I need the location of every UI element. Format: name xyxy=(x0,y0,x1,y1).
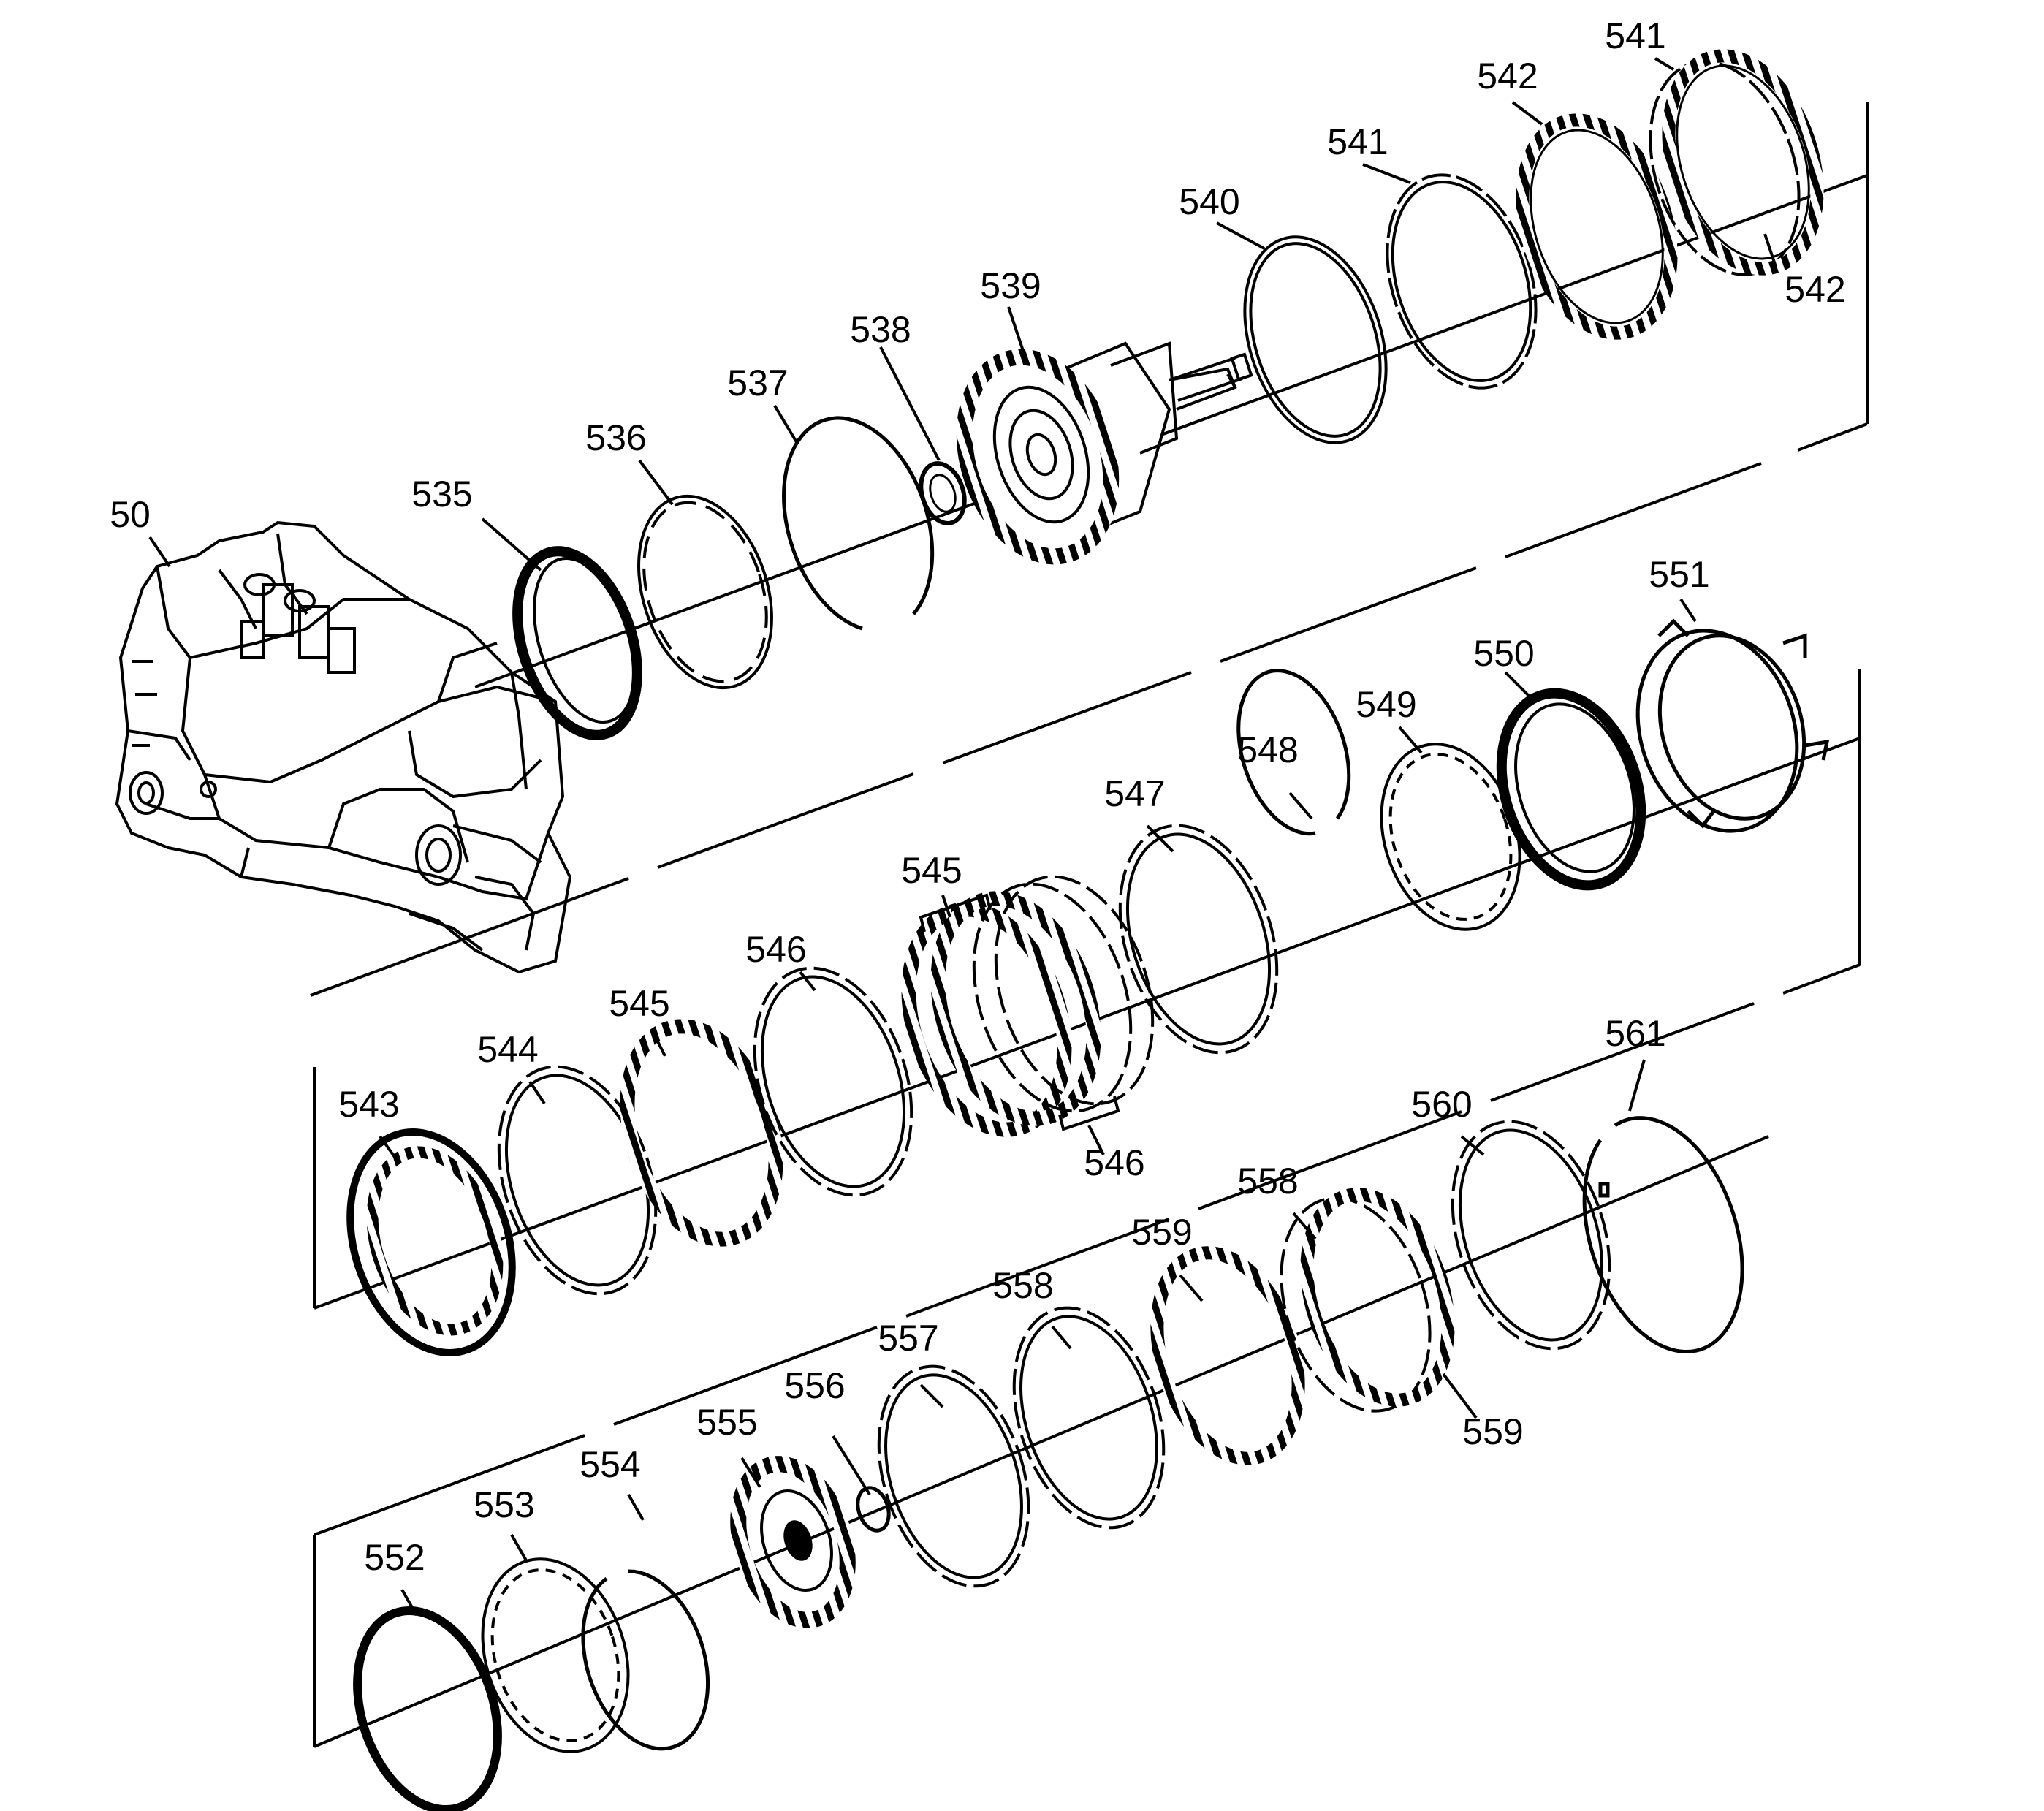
callout-labels: 50 535 536 537 538 539 540 541 542 541 5… xyxy=(110,15,1846,1578)
callout-50: 50 xyxy=(110,494,151,535)
leader-lines xyxy=(148,57,1777,1616)
part-557-steel-plate xyxy=(877,1364,1030,1588)
callout-535: 535 xyxy=(411,474,472,515)
part-555-hub xyxy=(730,1456,856,1628)
callout-540: 540 xyxy=(1179,181,1239,222)
part-540-ring xyxy=(1243,235,1388,444)
part-536-retainer xyxy=(637,494,773,690)
callout-558-b: 558 xyxy=(992,1265,1053,1306)
callout-546-b: 546 xyxy=(1084,1142,1144,1183)
part-546-steel-plate xyxy=(753,966,913,1197)
part-537-snap-ring xyxy=(782,416,935,631)
callout-553: 553 xyxy=(474,1484,534,1525)
axis-line-3 xyxy=(313,1135,1769,1748)
callout-539: 539 xyxy=(980,265,1041,306)
part-541-542-plate-pack xyxy=(1649,49,1824,276)
part-558-559-plate-pack xyxy=(1280,1188,1455,1413)
part-548-snap-ring xyxy=(1236,669,1351,836)
callout-541-a: 541 xyxy=(1327,121,1388,162)
callout-542-b: 542 xyxy=(1785,269,1845,310)
callout-556: 556 xyxy=(784,1365,845,1406)
callout-559-a: 559 xyxy=(1131,1212,1192,1253)
callout-555: 555 xyxy=(696,1402,757,1443)
callout-552: 552 xyxy=(364,1537,425,1578)
callout-551: 551 xyxy=(1649,554,1709,595)
part-560-steel-plate xyxy=(1451,1120,1611,1351)
part-541-steel-plate xyxy=(1386,173,1538,390)
callout-538: 538 xyxy=(850,309,911,350)
callout-545-a: 545 xyxy=(901,850,962,891)
callout-542-a: 542 xyxy=(1477,56,1538,96)
callout-536: 536 xyxy=(585,417,646,458)
part-543-clutch-hub xyxy=(346,1128,516,1356)
part-538-washer xyxy=(919,461,967,525)
callout-561: 561 xyxy=(1605,1013,1665,1054)
part-547-steel-plate xyxy=(1118,824,1279,1055)
axis-line-1 xyxy=(310,102,1869,997)
callout-554: 554 xyxy=(580,1444,640,1485)
callout-557: 557 xyxy=(878,1318,938,1359)
part-539-clutch-housing xyxy=(956,341,1237,565)
callout-537: 537 xyxy=(727,362,788,403)
part-542-friction-plate xyxy=(1516,113,1678,340)
callout-541-b: 541 xyxy=(1605,15,1665,56)
part-551-piston xyxy=(1635,618,1830,833)
part-539-shaft xyxy=(1169,352,1253,402)
callout-547: 547 xyxy=(1104,773,1165,814)
callout-558-a: 558 xyxy=(1237,1161,1298,1201)
callout-560: 560 xyxy=(1411,1084,1472,1125)
callout-545-b: 545 xyxy=(609,983,669,1024)
part-556-washer xyxy=(856,1486,891,1533)
part-550-piston-seal xyxy=(1496,688,1646,891)
callout-549: 549 xyxy=(1356,684,1416,725)
part-535-seal-ring xyxy=(512,546,642,740)
part-559-friction-plate xyxy=(1150,1246,1305,1465)
part-554-snap-ring xyxy=(581,1569,710,1751)
callout-544: 544 xyxy=(477,1029,538,1070)
callout-543: 543 xyxy=(338,1084,399,1125)
transmission-case xyxy=(115,520,572,974)
part-545-friction-plate xyxy=(620,1019,783,1247)
part-558-steel-plate xyxy=(1012,1306,1166,1530)
part-545-546-plate-pack xyxy=(901,875,1155,1137)
callout-559-b: 559 xyxy=(1462,1411,1523,1452)
callout-550: 550 xyxy=(1473,633,1534,674)
part-552-seal xyxy=(353,1606,502,1811)
part-553-wave-spring xyxy=(481,1557,630,1753)
part-561-snap-ring xyxy=(1582,1116,1744,1354)
callout-548: 548 xyxy=(1237,729,1298,770)
callout-546-a: 546 xyxy=(745,929,806,970)
